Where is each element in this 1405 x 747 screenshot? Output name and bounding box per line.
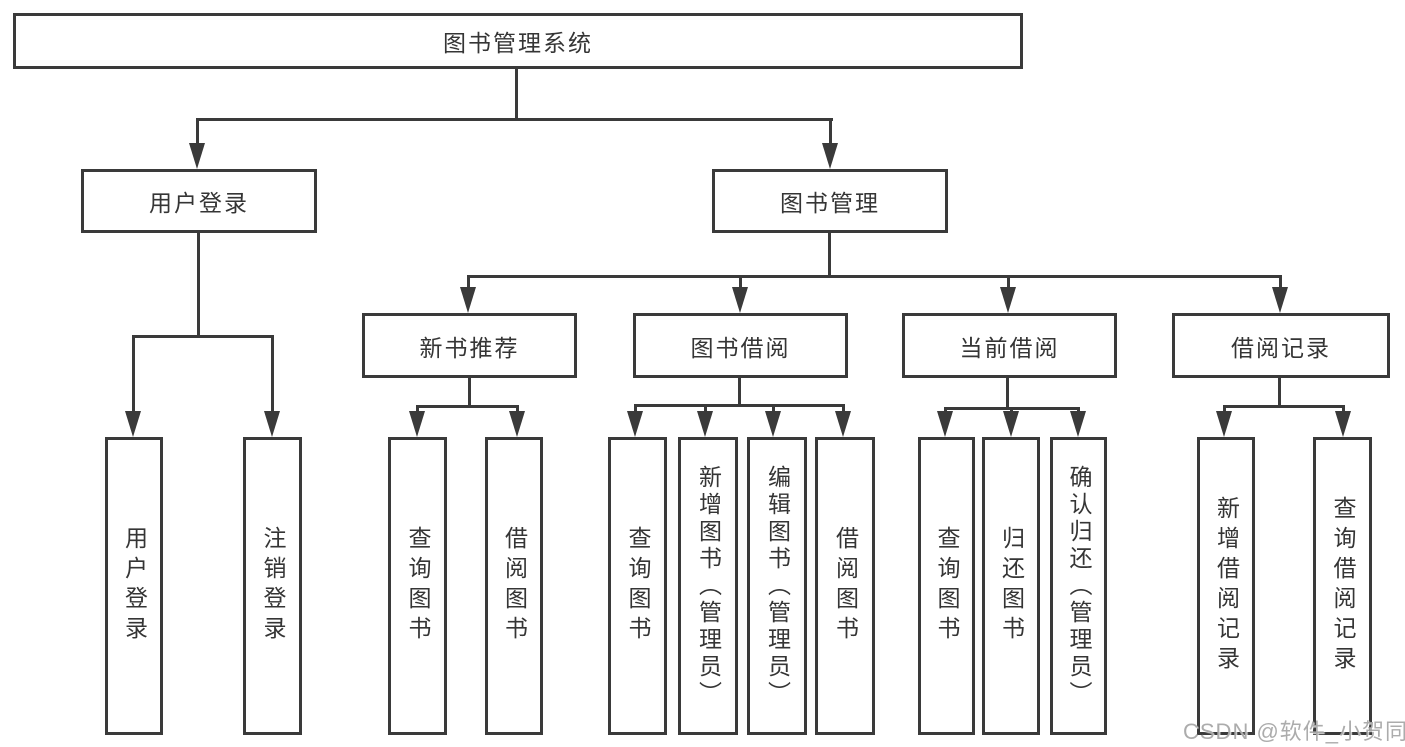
arrow-to-current-borrowing-head — [1000, 287, 1016, 313]
node-book-management-label: 图书管理 — [780, 190, 880, 216]
arrow-to-book-management-head — [822, 143, 838, 169]
connector-borrow-records-rail — [1223, 405, 1345, 408]
leaf-query-borrow-record-label: 查询借阅记录 — [1330, 496, 1356, 676]
arrow-to-new-book-recommend-stem — [467, 275, 470, 289]
leaf-query-books-2-label: 查询图书 — [625, 526, 651, 646]
node-user-login-label: 用户登录 — [149, 190, 249, 216]
arrow-cb-return-book-head — [1003, 411, 1019, 437]
arrow-cb-return-book-stem — [1010, 407, 1013, 413]
arrow-cb-confirm-return-head — [1070, 411, 1086, 437]
leaf-add-borrow-record-label: 新增借阅记录 — [1213, 496, 1240, 676]
leaf-confirm-return-admin-label: 确认归还（管理员） — [1066, 464, 1092, 708]
leaf-user-login: 用户登录 — [105, 437, 163, 735]
leaf-borrow-books-1-label: 借阅图书 — [501, 526, 528, 646]
arrow-bb-add-book-stem — [704, 404, 707, 413]
arrow-bb-borrow-books-head — [835, 411, 851, 437]
arrow-nbr-query-books-stem — [416, 405, 419, 413]
arrow-cb-query-books-head — [937, 411, 953, 437]
arrow-bb-add-book-head — [697, 411, 713, 437]
node-root-label: 图书管理系统 — [443, 30, 593, 56]
node-current-borrowing: 当前借阅 — [902, 313, 1117, 378]
connector-book-management-rail — [467, 275, 1282, 278]
connector-book-management-stem — [828, 233, 831, 275]
leaf-logout-label: 注销登录 — [260, 526, 286, 646]
leaf-user-login-label: 用户登录 — [121, 526, 148, 646]
node-borrow-records-label: 借阅记录 — [1231, 334, 1331, 361]
arrow-to-current-borrowing-stem — [1007, 275, 1010, 289]
node-borrow-records: 借阅记录 — [1172, 313, 1390, 378]
leaf-borrow-books-2-label: 借阅图书 — [832, 526, 859, 646]
leaf-query-books-3-label: 查询图书 — [934, 526, 960, 646]
arrow-to-book-management-stem — [829, 118, 832, 147]
connector-root-rail — [196, 118, 833, 121]
leaf-logout: 注销登录 — [243, 437, 302, 735]
connector-book-borrowing-rail — [634, 404, 845, 407]
arrow-br-query-record-head — [1335, 411, 1351, 437]
arrow-to-book-borrowing-stem — [739, 275, 742, 289]
leaf-query-books-3: 查询图书 — [918, 437, 975, 735]
leaf-confirm-return-admin: 确认归还（管理员） — [1050, 437, 1107, 735]
arrow-bb-query-books-head — [627, 411, 643, 437]
arrow-to-leaf-logout-head — [264, 411, 280, 437]
watermark: CSDN @软件_小贺同学 — [1183, 719, 1405, 744]
leaf-query-books-1-label: 查询图书 — [405, 526, 431, 646]
arrow-nbr-borrow-books-head — [509, 411, 525, 437]
connector-new-book-recommend-stem — [468, 378, 471, 405]
node-current-borrowing-label: 当前借阅 — [959, 334, 1060, 361]
arrow-to-borrow-records-head — [1272, 287, 1288, 313]
arrow-to-user-login-head — [189, 143, 205, 169]
arrow-to-leaf-user-login-head — [125, 411, 141, 437]
node-book-borrowing: 图书借阅 — [633, 313, 848, 378]
arrow-cb-query-books-stem — [944, 407, 947, 413]
arrow-br-add-record-stem — [1223, 405, 1226, 413]
leaf-add-borrow-record: 新增借阅记录 — [1197, 437, 1255, 735]
arrow-to-leaf-user-login-stem — [132, 335, 135, 415]
leaf-return-book: 归还图书 — [982, 437, 1040, 735]
node-book-borrowing-label: 图书借阅 — [690, 334, 791, 361]
node-new-book-recommend: 新书推荐 — [362, 313, 577, 378]
arrow-nbr-borrow-books-stem — [516, 405, 519, 413]
leaf-query-borrow-record: 查询借阅记录 — [1313, 437, 1372, 735]
connector-root-stem — [515, 69, 518, 118]
connector-new-book-recommend-rail — [416, 405, 519, 408]
arrow-cb-confirm-return-stem — [1077, 407, 1080, 413]
leaf-query-books-1: 查询图书 — [388, 437, 447, 735]
arrow-bb-edit-book-head — [765, 411, 781, 437]
arrow-nbr-query-books-head — [409, 411, 425, 437]
leaf-borrow-books-2: 借阅图书 — [815, 437, 875, 735]
arrow-to-new-book-recommend-head — [460, 287, 476, 313]
leaf-add-book-admin: 新增图书（管理员） — [678, 437, 738, 735]
connector-current-borrowing-stem — [1006, 378, 1009, 407]
node-new-book-recommend-label: 新书推荐 — [419, 334, 520, 361]
connector-user-login-stem — [197, 233, 200, 335]
node-root: 图书管理系统 — [13, 13, 1023, 69]
leaf-edit-book-admin-label: 编辑图书（管理员） — [764, 464, 791, 708]
arrow-bb-borrow-books-stem — [842, 404, 845, 413]
leaf-borrow-books-1: 借阅图书 — [485, 437, 543, 735]
arrow-to-book-borrowing-head — [732, 287, 748, 313]
leaf-edit-book-admin: 编辑图书（管理员） — [747, 437, 807, 735]
arrow-to-borrow-records-stem — [1279, 275, 1282, 289]
arrow-to-leaf-logout-stem — [271, 335, 274, 415]
arrow-bb-query-books-stem — [634, 404, 637, 413]
leaf-add-book-admin-label: 新增图书（管理员） — [695, 464, 722, 708]
arrow-to-user-login-stem — [196, 118, 199, 147]
node-book-management: 图书管理 — [712, 169, 948, 233]
connector-book-borrowing-stem — [738, 378, 741, 404]
arrow-br-add-record-head — [1216, 411, 1232, 437]
connector-borrow-records-stem — [1278, 378, 1281, 405]
connector-user-login-rail — [132, 335, 274, 338]
leaf-return-book-label: 归还图书 — [998, 526, 1025, 646]
leaf-query-books-2: 查询图书 — [608, 437, 667, 735]
arrow-br-query-record-stem — [1342, 405, 1345, 413]
node-user-login: 用户登录 — [81, 169, 317, 233]
arrow-bb-edit-book-stem — [772, 404, 775, 413]
